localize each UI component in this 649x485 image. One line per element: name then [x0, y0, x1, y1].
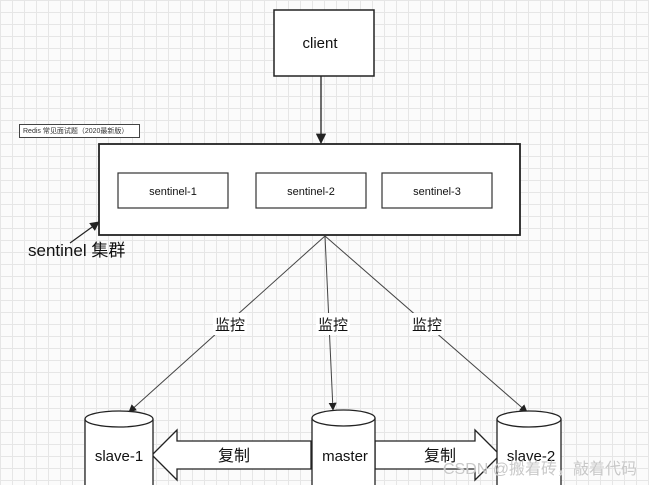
master-node	[311, 409, 376, 485]
client-box	[273, 9, 375, 77]
sentinel-2-box	[255, 172, 367, 209]
sentinel-cluster-label: sentinel 集群	[28, 241, 126, 260]
csdn-watermark: CSDN @搬着砖，敲着代码	[442, 461, 637, 478]
replicate-arrow-right	[374, 428, 501, 482]
replicate-arrow-left	[151, 428, 312, 482]
sentinel-3-box	[381, 172, 493, 209]
slave-1-label: slave-1	[95, 448, 143, 465]
client-label: client	[302, 35, 338, 52]
slave-2-label: slave-2	[507, 448, 555, 465]
sentinel-1-label: sentinel-1	[149, 186, 197, 198]
slave-1-node	[84, 410, 154, 485]
master-label: master	[322, 448, 368, 465]
replicate-label-2: 复制	[424, 447, 456, 465]
replicate-label-1: 复制	[218, 447, 250, 465]
sentinel-1-box	[117, 172, 229, 209]
sentinel-2-label: sentinel-2	[287, 186, 335, 198]
sentinel-3-label: sentinel-3	[413, 186, 461, 198]
monitor-label-3: 监控	[412, 317, 442, 334]
slave-2-node	[496, 410, 562, 485]
monitor-label-2: 监控	[318, 317, 348, 334]
title-tag: Redis 常见面试题（2020最新版）	[19, 124, 140, 138]
cluster-label-pointer	[69, 221, 100, 244]
monitor-label-1: 监控	[215, 317, 245, 334]
